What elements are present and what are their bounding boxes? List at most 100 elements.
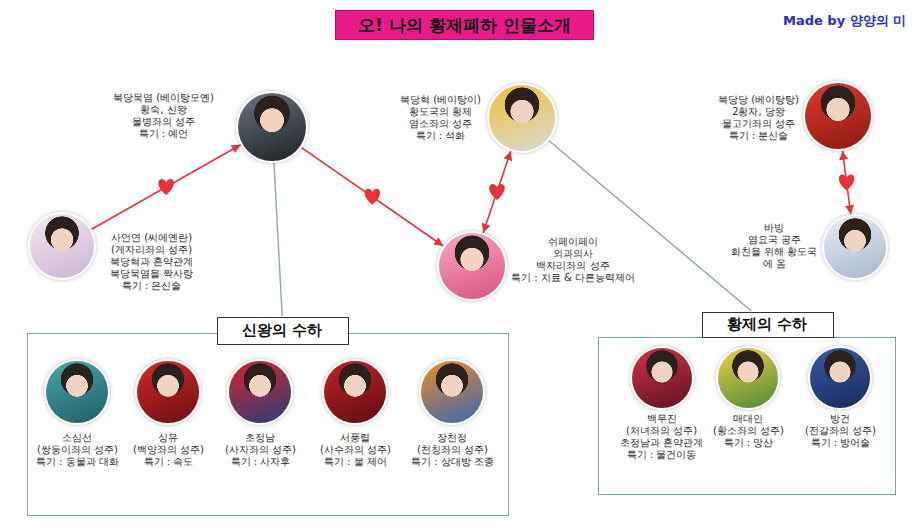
character-detail: (황소좌의 성주) bbox=[713, 425, 784, 437]
connector-line bbox=[92, 145, 241, 229]
character-info: 싱유(백양좌의 성주)특기 : 속도 bbox=[133, 432, 204, 468]
portrait-circle: 초정남(사자좌의 성주)특기 : 사자후 bbox=[229, 361, 291, 423]
character-detail: (처녀좌의 성주) bbox=[620, 425, 703, 437]
arrow-head bbox=[845, 205, 854, 215]
portrait-circle: 매대인(황소좌의 성주)특기 : 망산 bbox=[718, 348, 778, 408]
character-detail: (사자좌의 성주) bbox=[225, 444, 296, 456]
portrait-circle: 장천정(천칭좌의 성주)특기 : 상대방 조종 bbox=[421, 361, 483, 423]
character-info: 서풍렬(사수좌의 성주)특기 : 불 제어 bbox=[320, 432, 391, 468]
character-detail: (쌍둥이좌의 성주) bbox=[36, 444, 119, 456]
portrait-circle: 바빙염요국 공주화친을 위해 황도국에 옴 bbox=[824, 216, 886, 278]
character-name: 사언연 (씨에옌란) bbox=[110, 232, 193, 244]
character-name: 초정남 bbox=[225, 432, 296, 444]
portrait-circle: 사언연 (씨에옌란)(게자리좌의 성주)북당혁과 혼약관계북당묵염을 짝사랑특기… bbox=[30, 214, 94, 278]
arrow-head bbox=[231, 145, 241, 153]
character-detail: (게자리좌의 성주) bbox=[110, 244, 193, 256]
arrow-head bbox=[482, 223, 491, 233]
heart-symbol bbox=[489, 184, 504, 200]
connector-line bbox=[274, 163, 282, 316]
connector-line bbox=[302, 148, 444, 246]
character-detail: 특기 : 은신술 bbox=[110, 280, 193, 292]
character-info: 바빙염요국 공주화친을 위해 황도국에 옴 bbox=[731, 222, 817, 270]
portrait-circle: 북당혁 (베이탕이)황도국의 황제염소좌의 성주특기 : 석화 bbox=[489, 85, 555, 151]
group-link bbox=[549, 141, 752, 311]
group-header: 신왕의 수하 bbox=[217, 317, 349, 345]
character-name: 백무진 bbox=[620, 413, 703, 425]
character-name: 장천정 bbox=[411, 432, 494, 444]
character-info: 매대인(황소좌의 성주)특기 : 망산 bbox=[713, 413, 784, 449]
character-info: 백무진(처녀좌의 성주)초정남과 혼약관계특기 : 물건이동 bbox=[620, 413, 703, 461]
character-detail: 북당혁과 혼약관계 bbox=[110, 256, 193, 268]
character-detail: (천칭좌의 성주) bbox=[411, 444, 494, 456]
title-box: 오! 나의 황제폐하 인물소개 bbox=[335, 10, 594, 40]
portrait-circle: 북당묵염 (베이탕모옌)황숙, 신왕물병좌의 성주특기 : 예언 bbox=[238, 93, 306, 161]
heart-symbol bbox=[158, 179, 173, 195]
relation-arrow bbox=[92, 145, 241, 229]
portrait-circle: 쉬페이페이외과의사백자리좌의 성주특기 : 치료 & 다른능력제어 bbox=[439, 233, 505, 299]
connector-line bbox=[549, 141, 752, 311]
character-name: 바빙 bbox=[731, 222, 817, 234]
portrait-circle: 서풍렬(사수좌의 성주)특기 : 불 제어 bbox=[324, 361, 386, 423]
character-detail: 특기 : 물건이동 bbox=[620, 449, 703, 461]
character-info: 북당혁 (베이탕이)황도국의 황제염소좌의 성주특기 : 석화 bbox=[400, 94, 481, 142]
character-info: 북당당 (베이탕탕)2황자, 당왕물고기좌의 성주특기 : 분신술 bbox=[718, 94, 799, 142]
watermark: Made by 양양의 미 bbox=[783, 12, 906, 30]
character-info: 북당묵염 (베이탕모옌)황숙, 신왕물병좌의 성주특기 : 예언 bbox=[113, 92, 214, 140]
portrait-circle: 싱유(백양좌의 성주)특기 : 속도 bbox=[137, 361, 199, 423]
character-detail: 특기 : 방어술 bbox=[805, 437, 876, 449]
character-detail: 염소좌의 성주 bbox=[400, 118, 481, 130]
character-detail: 백자리좌의 성주 bbox=[511, 260, 635, 272]
character-detail: 특기 : 상대방 조종 bbox=[411, 456, 494, 468]
relation-arrow bbox=[839, 151, 854, 215]
group-header: 황제의 수하 bbox=[702, 312, 834, 338]
character-detail: 특기 : 동물과 대화 bbox=[36, 456, 119, 468]
character-name: 방건 bbox=[805, 413, 876, 425]
group-panel: 신왕의 수하소심선(쌍둥이좌의 성주)특기 : 동물과 대화싱유(백양좌의 성주… bbox=[27, 333, 509, 516]
portrait-circle: 백무진(처녀좌의 성주)초정남과 혼약관계특기 : 물건이동 bbox=[632, 348, 692, 408]
heart-symbol bbox=[839, 174, 854, 190]
character-info: 소심선(쌍둥이좌의 성주)특기 : 동물과 대화 bbox=[36, 432, 119, 468]
character-info: 초정남(사자좌의 성주)특기 : 사자후 bbox=[225, 432, 296, 468]
character-detail: 외과의사 bbox=[511, 248, 635, 260]
character-detail: 물고기좌의 성주 bbox=[718, 118, 799, 130]
character-detail: 물병좌의 성주 bbox=[113, 116, 214, 128]
arrow-head bbox=[839, 151, 848, 161]
character-detail: 초정남과 혼약관계 bbox=[620, 437, 703, 449]
character-name: 쉬페이페이 bbox=[511, 236, 635, 248]
character-detail: 특기 : 분신술 bbox=[718, 130, 799, 142]
character-detail: 2황자, 당왕 bbox=[718, 106, 799, 118]
character-name: 북당당 (베이탕탕) bbox=[718, 94, 799, 106]
character-detail: 특기 : 불 제어 bbox=[320, 456, 391, 468]
character-detail: 특기 : 속도 bbox=[133, 456, 204, 468]
portrait-circle: 북당당 (베이탕탕)2황자, 당왕물고기좌의 성주특기 : 분신술 bbox=[805, 83, 871, 149]
character-detail: 북당묵염을 짝사랑 bbox=[110, 268, 193, 280]
group-title: 신왕의 수하 bbox=[218, 318, 346, 343]
character-detail: 특기 : 사자후 bbox=[225, 456, 296, 468]
character-name: 소심선 bbox=[36, 432, 119, 444]
character-detail: 황도국의 황제 bbox=[400, 106, 481, 118]
character-name: 북당혁 (베이탕이) bbox=[400, 94, 481, 106]
arrow-head bbox=[504, 151, 513, 161]
character-detail: 화친을 위해 황도국 bbox=[731, 246, 817, 258]
character-detail: 특기 : 망산 bbox=[713, 437, 784, 449]
portrait-circle: 방건(전갈좌의 성주)특기 : 방어술 bbox=[810, 348, 870, 408]
character-detail: 특기 : 치료 & 다른능력제어 bbox=[511, 272, 635, 284]
character-name: 북당묵염 (베이탕모옌) bbox=[113, 92, 214, 104]
group-title: 황제의 수하 bbox=[703, 313, 831, 336]
character-info: 쉬페이페이외과의사백자리좌의 성주특기 : 치료 & 다른능력제어 bbox=[511, 236, 635, 284]
heart-symbol bbox=[365, 189, 380, 205]
character-info: 방건(전갈좌의 성주)특기 : 방어술 bbox=[805, 413, 876, 449]
connector-line bbox=[483, 151, 511, 233]
character-info: 사언연 (씨에옌란)(게자리좌의 성주)북당혁과 혼약관계북당묵염을 짝사랑특기… bbox=[110, 232, 193, 292]
portrait-circle: 소심선(쌍둥이좌의 성주)특기 : 동물과 대화 bbox=[46, 361, 108, 423]
arrow-head bbox=[433, 237, 443, 246]
title-text: 오! 나의 황제폐하 인물소개 bbox=[336, 11, 593, 39]
group-link bbox=[274, 163, 282, 316]
character-detail: (전갈좌의 성주) bbox=[805, 425, 876, 437]
character-name: 서풍렬 bbox=[320, 432, 391, 444]
character-detail: (사수좌의 성주) bbox=[320, 444, 391, 456]
character-detail: 염요국 공주 bbox=[731, 234, 817, 246]
character-detail: (백양좌의 성주) bbox=[133, 444, 204, 456]
